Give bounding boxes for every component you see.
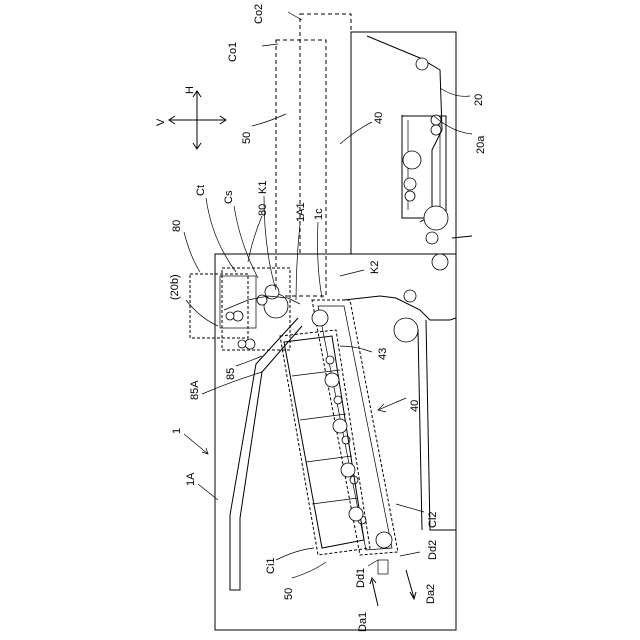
label-k1: K1 xyxy=(257,181,276,290)
label-ci1: Ci1 xyxy=(265,548,314,574)
label-h: H xyxy=(184,86,196,94)
label-1a1: 1A1 xyxy=(295,202,307,300)
label-k2-text: K2 xyxy=(369,261,381,274)
label-50-top: 50 xyxy=(241,114,286,144)
label-dd2-text: Dd2 xyxy=(427,540,439,560)
label-1: 1 xyxy=(171,428,208,454)
label-40-top-text: 40 xyxy=(373,112,385,124)
label-43-text: 43 xyxy=(377,348,389,360)
label-40-mid-text: 40 xyxy=(409,400,421,412)
main-housing-1A xyxy=(215,32,456,630)
label-da1-text: Da1 xyxy=(357,612,369,632)
region-co1 xyxy=(276,40,326,296)
label-40-mid: 40 xyxy=(378,398,421,412)
label-1a-text: 1A xyxy=(185,472,197,486)
label-80-left-text: 80 xyxy=(171,220,183,232)
label-ct-text: Ct xyxy=(195,185,207,196)
label-cs-text: Cs xyxy=(223,190,235,204)
label-20: 20 xyxy=(440,88,485,106)
label-1c: 1c xyxy=(313,208,325,298)
label-dd1: Dd1 xyxy=(355,560,378,588)
head-unit-50 xyxy=(280,330,370,555)
lower-transport-K2 xyxy=(344,290,456,530)
label-cs: Cs xyxy=(223,190,258,278)
label-co2: Co2 xyxy=(253,4,302,24)
label-20a-text: 20a xyxy=(475,135,487,154)
label-50-top-text: 50 xyxy=(241,132,253,144)
label-85: 85 xyxy=(225,356,262,380)
label-da2-text: Da2 xyxy=(425,584,437,604)
label-1a1-text: 1A1 xyxy=(295,202,307,222)
tray-85 xyxy=(230,318,302,590)
label-k2: K2 xyxy=(340,261,381,276)
label-80-inner-text: 80 xyxy=(257,204,269,216)
label-co1-text: Co1 xyxy=(227,42,239,62)
label-v: V xyxy=(155,118,167,126)
label-ci2: Ci2 xyxy=(396,504,439,528)
label-dd1-text: Dd1 xyxy=(355,568,367,588)
label-k1-text: K1 xyxy=(257,181,269,194)
label-20b-text: (20b) xyxy=(169,274,181,300)
label-ci1-text: Ci1 xyxy=(265,557,277,574)
feed-unit-80 xyxy=(190,268,300,350)
label-40-top: 40 xyxy=(340,112,385,144)
label-20-text: 20 xyxy=(473,94,485,106)
direction-arrows xyxy=(169,91,226,149)
label-ci2-text: Ci2 xyxy=(427,511,439,528)
label-85a-text: 85A xyxy=(189,380,201,400)
label-50-bot: 50 xyxy=(283,562,326,600)
label-1c-text: 1c xyxy=(313,208,325,220)
label-co1: Co1 xyxy=(227,42,278,62)
label-80-left: 80 xyxy=(171,220,200,272)
label-da2: Da2 xyxy=(406,570,437,604)
label-co2-text: Co2 xyxy=(253,4,265,24)
label-50-bot-text: 50 xyxy=(283,588,295,600)
label-1-text: 1 xyxy=(171,428,183,434)
label-1a: 1A xyxy=(185,472,218,500)
label-43: 43 xyxy=(340,346,389,360)
inclined-conveyor-40 xyxy=(312,300,398,574)
label-dd2: Dd2 xyxy=(400,540,439,560)
label-20b: (20b) xyxy=(169,274,218,326)
label-85-text: 85 xyxy=(225,368,237,380)
